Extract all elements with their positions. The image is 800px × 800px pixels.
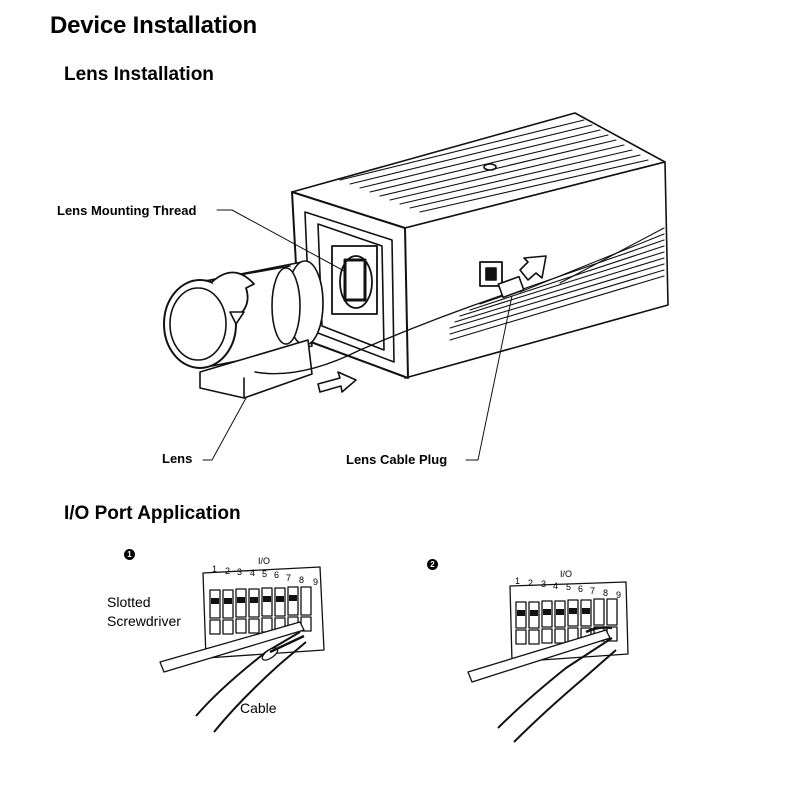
label-lens-mounting-thread: Lens Mounting Thread bbox=[57, 203, 197, 218]
pin-label: 5 bbox=[566, 582, 572, 592]
label-cable: Cable bbox=[240, 700, 277, 716]
pin-label: 8 bbox=[603, 588, 609, 598]
cable-icon bbox=[585, 626, 613, 634]
pin-label: 4 bbox=[553, 581, 559, 591]
pin-label: 4 bbox=[250, 568, 256, 578]
io-port-heading: I/O Port Application bbox=[64, 503, 241, 524]
pin-label: 7 bbox=[590, 586, 596, 596]
push-arrow-icon bbox=[519, 255, 547, 281]
pin-label: 5 bbox=[262, 569, 268, 579]
pin-label: 1 bbox=[515, 576, 521, 586]
step-badge-icon: 1 bbox=[124, 549, 135, 560]
screwdriver-icon bbox=[159, 621, 305, 673]
pin-label: 3 bbox=[237, 567, 243, 577]
pin-label: 7 bbox=[286, 573, 292, 583]
pin-label: 6 bbox=[274, 570, 280, 580]
pin-label: 6 bbox=[578, 584, 584, 594]
io-group-label: I/O bbox=[258, 556, 271, 566]
pin-label: 3 bbox=[541, 579, 547, 589]
side-ribs bbox=[449, 227, 665, 341]
pin-label: 1 bbox=[212, 564, 218, 574]
cable-plug-icon bbox=[497, 275, 525, 299]
label-slotted-screwdriver: Slotted Screwdriver bbox=[107, 594, 181, 629]
page-title: Device Installation bbox=[50, 12, 257, 39]
heat-sink-ribs bbox=[339, 119, 649, 213]
step-badge-icon: 2 bbox=[427, 559, 438, 570]
pin-label: 2 bbox=[528, 578, 534, 588]
screwdriver-icon bbox=[467, 629, 611, 683]
lens-installation-heading: Lens Installation bbox=[64, 64, 214, 85]
io-group-label: I/O bbox=[560, 569, 573, 579]
pin-label: 8 bbox=[299, 575, 305, 585]
pin-label: 2 bbox=[225, 566, 231, 576]
label-lens: Lens bbox=[162, 451, 193, 466]
pin-label: 9 bbox=[616, 590, 622, 600]
label-lens-cable-plug: Lens Cable Plug bbox=[346, 452, 448, 467]
rotate-arrow-icon bbox=[211, 271, 255, 319]
pin-label: 9 bbox=[313, 577, 319, 587]
push-arrow-icon bbox=[317, 371, 357, 393]
callout-leaders bbox=[202, 209, 513, 461]
